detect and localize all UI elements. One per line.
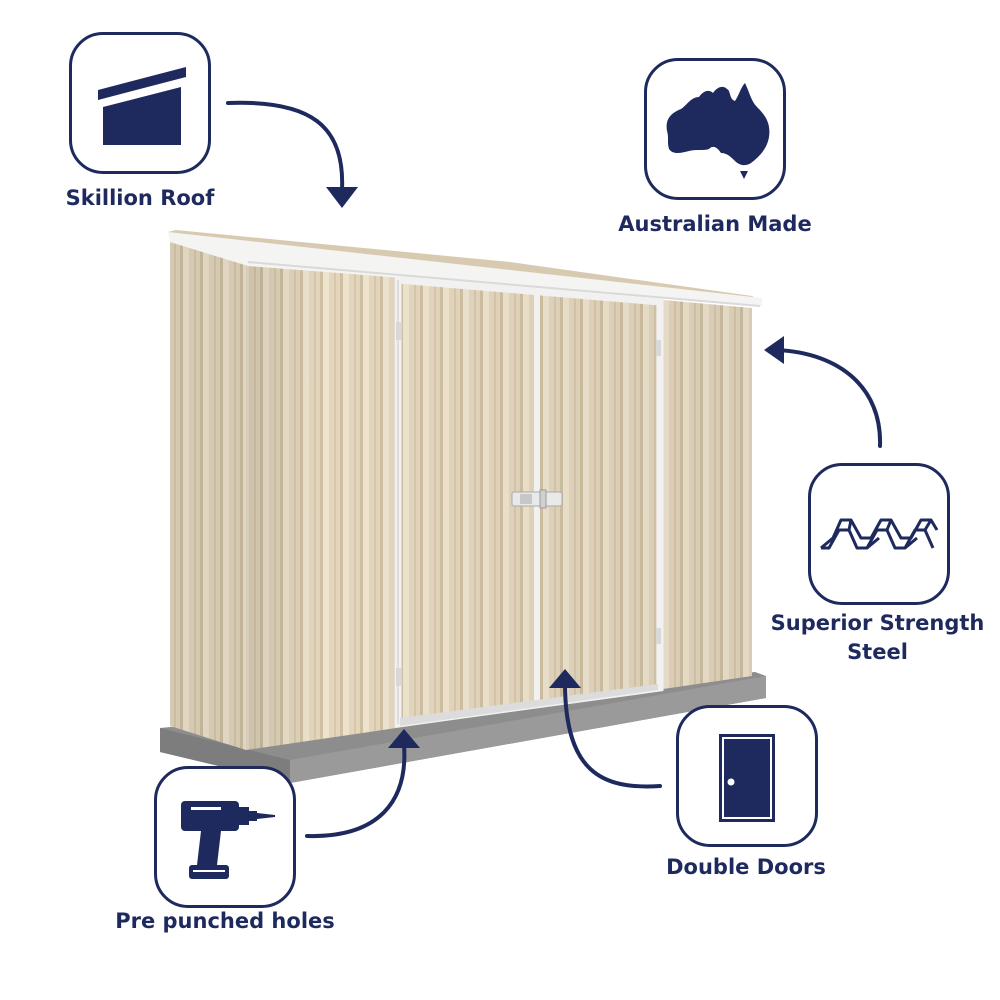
double-doors-label: Double Doors [666, 855, 826, 879]
pre-punched-holes-label: Pre punched holes [115, 909, 335, 933]
door-icon [719, 734, 775, 822]
door-latch [511, 489, 563, 509]
shed-roof [168, 230, 762, 307]
skillion-roof-label: Skillion Roof [65, 186, 215, 210]
pointer-arrows [226, 100, 883, 839]
superior-steel-badge [808, 463, 950, 605]
pre-punched-holes-badge [154, 766, 296, 908]
superior-steel-label: Superior Strength Steel [760, 609, 995, 667]
shed-side-wall [170, 242, 246, 750]
australia-map-icon [666, 83, 770, 179]
corrugated-steel-icon [820, 518, 939, 550]
arrow-heads [326, 187, 784, 748]
drill-icon [181, 801, 275, 879]
skillion-roof-icon [98, 67, 186, 145]
australian-made-badge [644, 58, 786, 200]
superior-steel-label-line2: Steel [847, 640, 908, 664]
australian-made-label: Australian Made [618, 212, 812, 236]
skillion-roof-badge [69, 32, 211, 174]
superior-steel-label-line1: Superior Strength [770, 611, 985, 635]
door-hinges [396, 322, 661, 686]
double-doors-badge [676, 705, 818, 847]
